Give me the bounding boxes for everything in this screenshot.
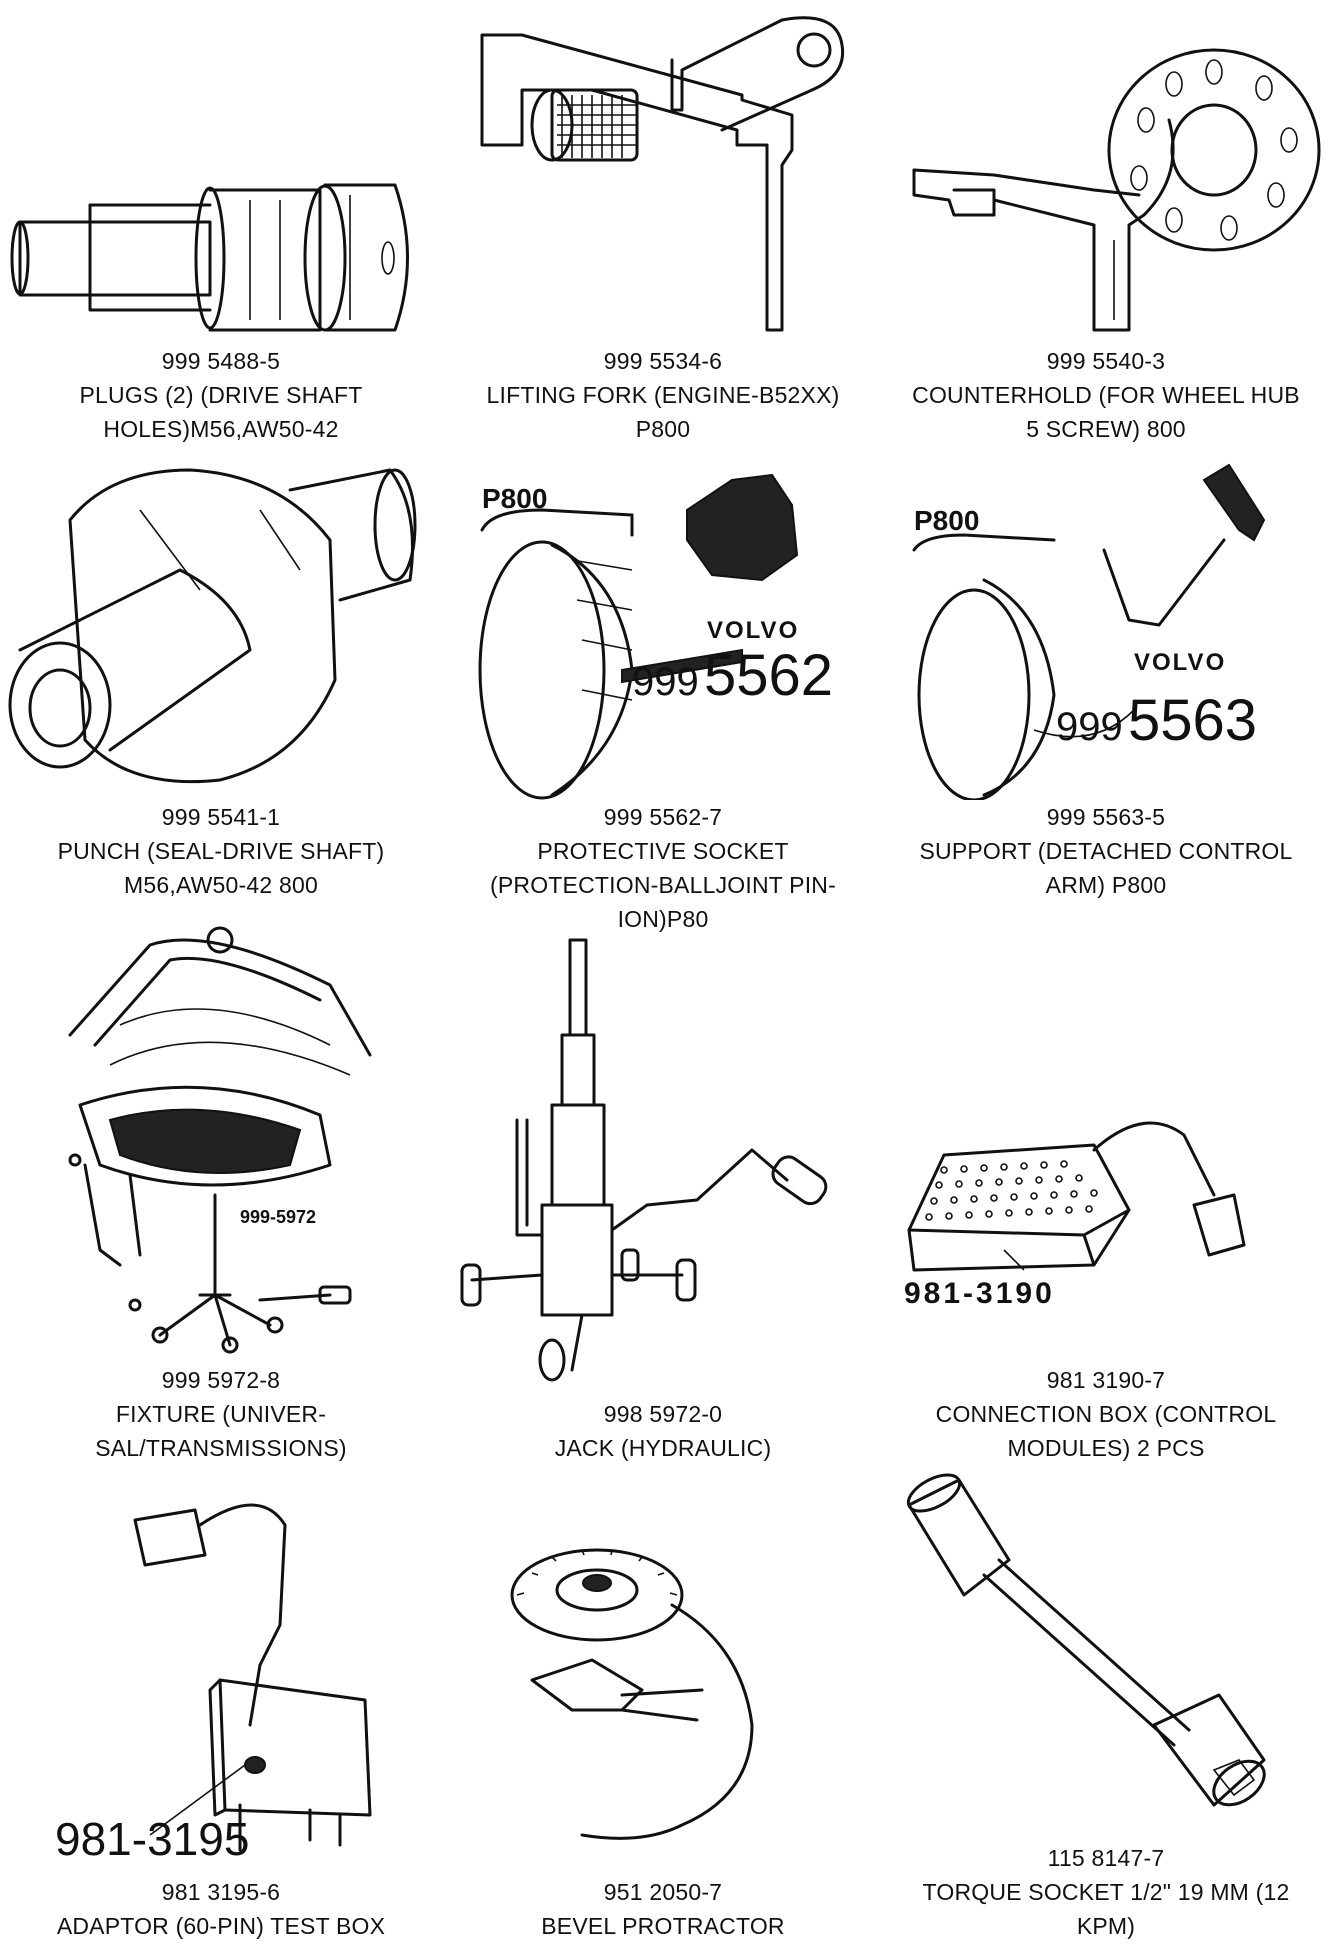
tool-item-counterhold: 999 5540-3 COUNTERHOLD (FOR WHEEL HUB 5 … xyxy=(884,0,1328,450)
bevel-protractor-illustration xyxy=(442,1465,884,1885)
part-number: 981 3190-7 xyxy=(1046,1367,1166,1393)
art-prefix: 999 xyxy=(632,660,699,704)
tool-item-jack: 998 5972-0 JACK (HYDRAULIC) xyxy=(442,905,884,1465)
part-description-line1: PUNCH (SEAL-DRIVE SHAFT) xyxy=(57,838,385,864)
jack-illustration xyxy=(442,905,884,1385)
part-number: 951 2050-7 xyxy=(603,1879,723,1905)
part-description-line1: ADAPTOR (60-PIN) TEST BOX xyxy=(56,1913,386,1939)
part-description-line2: MODULES) 2 PCS xyxy=(1007,1435,1205,1461)
part-description-line1: SUPPORT (DETACHED CONTROL xyxy=(919,838,1293,864)
punch-caption: 999 5541-1 PUNCH (SEAL-DRIVE SHAFT) M56,… xyxy=(0,800,442,902)
tool-item-adaptor-test-box: 981-3195 981 3195-6 ADAPTOR (60-PIN) TES… xyxy=(0,1465,442,1944)
part-number: 999 5972-8 xyxy=(161,1367,281,1393)
connection-box-caption: 981 3190-7 CONNECTION BOX (CONTROL MODUL… xyxy=(884,1363,1328,1465)
plugs-illustration xyxy=(0,0,442,340)
counterhold-illustration xyxy=(884,0,1328,340)
part-number: 998 5972-0 xyxy=(603,1401,723,1427)
protective-socket-illustration: P800 VOLVO 999 5562 xyxy=(442,450,884,800)
adaptor-illustration: 981-3195 xyxy=(0,1465,442,1885)
tool-item-plugs: 999 5488-5 PLUGS (2) (DRIVE SHAFT HOLES)… xyxy=(0,0,442,450)
tool-item-connection-box: 981-3190 981 3190-7 CONNECTION BOX (CONT… xyxy=(884,905,1328,1465)
torque-socket-caption: 115 8147-7 TORQUE SOCKET 1/2" 19 MM (12 … xyxy=(884,1841,1328,1943)
tool-tag: 999-5972 xyxy=(240,1207,316,1227)
part-description-line1: JACK (HYDRAULIC) xyxy=(554,1435,772,1461)
part-description-line1: CONNECTION BOX (CONTROL xyxy=(935,1401,1277,1427)
art-code: 5562 xyxy=(704,643,833,708)
part-description-line3: ION)P80 xyxy=(617,906,709,932)
lifting-fork-illustration xyxy=(442,0,884,340)
tool-item-fixture: 999-5972 999 5972-8 FIXTURE (UNIVER- SAL… xyxy=(0,905,442,1465)
part-description-line1: TORQUE SOCKET 1/2" 19 MM (12 xyxy=(922,1879,1290,1905)
tool-item-punch: 999 5541-1 PUNCH (SEAL-DRIVE SHAFT) M56,… xyxy=(0,450,442,905)
jack-caption: 998 5972-0 JACK (HYDRAULIC) xyxy=(442,1397,884,1465)
part-description-line2: SAL/TRANSMISSIONS) xyxy=(95,1435,347,1461)
torque-socket-illustration xyxy=(884,1465,1328,1845)
part-description-line2: (PROTECTION-BALLJOINT PIN- xyxy=(490,872,836,898)
lifting-fork-caption: 999 5534-6 LIFTING FORK (ENGINE-B52XX) P… xyxy=(442,344,884,446)
counterhold-caption: 999 5540-3 COUNTERHOLD (FOR WHEEL HUB 5 … xyxy=(884,344,1328,446)
fixture-caption: 999 5972-8 FIXTURE (UNIVER- SAL/TRANSMIS… xyxy=(0,1363,442,1465)
punch-illustration xyxy=(0,450,442,800)
tool-item-bevel-protractor: 951 2050-7 BEVEL PROTRACTOR xyxy=(442,1465,884,1944)
protective-socket-caption: 999 5562-7 PROTECTIVE SOCKET (PROTECTION… xyxy=(442,800,884,936)
support-illustration: P800 VOLVO 999 5563 xyxy=(884,450,1328,800)
part-number: 999 5563-5 xyxy=(1046,804,1166,830)
part-number: 999 5488-5 xyxy=(161,348,281,374)
part-description-line1: COUNTERHOLD (FOR WHEEL HUB xyxy=(912,382,1300,408)
part-number: 115 8147-7 xyxy=(1047,1845,1165,1871)
tool-tag: 981-3190 xyxy=(904,1277,1055,1310)
tool-item-support: P800 VOLVO 999 5563 999 5563-5 SUPPORT (… xyxy=(884,450,1328,905)
part-description-line1: PROTECTIVE SOCKET xyxy=(537,838,789,864)
model-label: P800 xyxy=(914,505,979,536)
part-description-line2: M56,AW50-42 800 xyxy=(124,872,318,898)
part-description-line1: PLUGS (2) (DRIVE SHAFT xyxy=(79,382,363,408)
part-number: 999 5562-7 xyxy=(603,804,723,830)
support-caption: 999 5563-5 SUPPORT (DETACHED CONTROL ARM… xyxy=(884,800,1328,902)
part-description-line1: BEVEL PROTRACTOR xyxy=(541,1913,785,1939)
part-number: 999 5540-3 xyxy=(1046,348,1166,374)
part-description-line2: KPM) xyxy=(1076,1913,1136,1939)
part-description-line2: P800 xyxy=(635,416,691,442)
art-code: 5563 xyxy=(1128,688,1257,753)
brand-label: VOLVO xyxy=(1134,649,1226,676)
part-description-line2: 5 SCREW) 800 xyxy=(1026,416,1186,442)
tool-item-torque-socket: 115 8147-7 TORQUE SOCKET 1/2" 19 MM (12 … xyxy=(884,1465,1328,1944)
part-description-line1: LIFTING FORK (ENGINE-B52XX) xyxy=(486,382,840,408)
connection-box-illustration: 981-3190 xyxy=(884,905,1328,1355)
plugs-caption: 999 5488-5 PLUGS (2) (DRIVE SHAFT HOLES)… xyxy=(0,344,442,446)
adaptor-caption: 981 3195-6 ADAPTOR (60-PIN) TEST BOX xyxy=(0,1875,442,1943)
part-description-line2: ARM) P800 xyxy=(1045,872,1167,898)
tool-tag: 981-3195 xyxy=(55,1813,249,1865)
part-number: 999 5541-1 xyxy=(161,804,281,830)
part-number: 981 3195-6 xyxy=(161,1879,281,1905)
art-prefix: 999 xyxy=(1056,705,1123,749)
bevel-protractor-caption: 951 2050-7 BEVEL PROTRACTOR xyxy=(442,1875,884,1943)
part-description-line1: FIXTURE (UNIVER- xyxy=(115,1401,327,1427)
part-description-line2: HOLES)M56,AW50-42 xyxy=(103,416,339,442)
brand-label: VOLVO xyxy=(707,617,799,644)
tool-item-protective-socket: P800 VOLVO 999 5562 999 5562-7 PROTECTIV… xyxy=(442,450,884,932)
tool-item-lifting-fork: 999 5534-6 LIFTING FORK (ENGINE-B52XX) P… xyxy=(442,0,884,450)
part-number: 999 5534-6 xyxy=(603,348,723,374)
fixture-illustration: 999-5972 xyxy=(0,905,442,1355)
